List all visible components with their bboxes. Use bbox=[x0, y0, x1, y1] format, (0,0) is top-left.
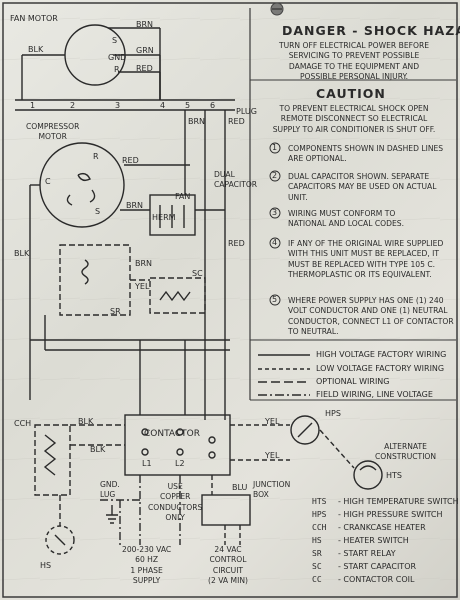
alternate-construction-label: ALTERNATE CONSTRUCTION bbox=[375, 442, 437, 462]
abbr-desc: - START RELAY bbox=[338, 549, 396, 558]
wire-label-grn: GRN bbox=[136, 46, 154, 55]
contactor-l2: L2 bbox=[175, 459, 185, 468]
compressor-terminal-s: S bbox=[95, 207, 101, 216]
fan-terminal-s: S bbox=[112, 36, 118, 45]
plug-pin-3: 3 bbox=[115, 101, 121, 110]
compressor-motor-label: COMPRESSOR MOTOR bbox=[26, 122, 80, 142]
junction-box bbox=[201, 494, 251, 526]
crankcase-heater-box bbox=[34, 424, 71, 496]
plug-pin-4: 4 bbox=[160, 101, 166, 110]
legend-field-wiring: FIELD WIRING, LINE VOLTAGE bbox=[316, 390, 433, 399]
capacitor-herm-label: HERM bbox=[152, 213, 176, 222]
ground-lug-symbol bbox=[106, 505, 118, 524]
heater-switch-label: HS bbox=[40, 561, 52, 570]
note-3-number: 3 bbox=[272, 208, 278, 217]
wire-label-red-4: RED bbox=[228, 117, 245, 126]
junction-box-label: JUNCTION BOX bbox=[253, 480, 291, 500]
abbr-code: HPS bbox=[312, 510, 327, 519]
wire-label-brn-2: BRN bbox=[126, 201, 144, 210]
caution-text: TO PREVENT ELECTRICAL SHOCK OPEN REMOTE … bbox=[272, 104, 436, 134]
high-temperature-switch bbox=[353, 460, 383, 490]
fan-motor-label: FAN MOTOR bbox=[10, 14, 58, 23]
dual-capacitor-label: DUAL CAPACITOR bbox=[214, 170, 258, 190]
abbr-desc: - HEATER SWITCH bbox=[338, 536, 409, 545]
abbr-desc: - HIGH TEMPERATURE SWITCH bbox=[338, 497, 459, 506]
wire-label-yel-3: YEL bbox=[265, 451, 280, 460]
wire-label-blk-3: BLK bbox=[78, 417, 94, 426]
legend-optional: OPTIONAL WIRING bbox=[316, 377, 390, 386]
note-4-number: 4 bbox=[272, 238, 278, 247]
note-3-text: WIRING MUST CONFORM TO NATIONAL AND LOCA… bbox=[288, 209, 405, 229]
abbr-desc: - CONTACTOR COIL bbox=[338, 575, 415, 584]
plug-pin-6: 6 bbox=[210, 101, 216, 110]
high-pressure-switch bbox=[290, 415, 320, 445]
legend-swatches bbox=[258, 354, 310, 396]
wire-label-blk: BLK bbox=[28, 45, 44, 54]
plug-pin-2: 2 bbox=[70, 101, 76, 110]
capacitor-fan-label: FAN bbox=[175, 192, 191, 201]
wire-label-red-2: RED bbox=[122, 156, 139, 165]
hts-label: HTS bbox=[386, 471, 402, 480]
contactor-l1: L1 bbox=[142, 459, 152, 468]
note-2-number: 2 bbox=[272, 171, 278, 180]
wire-label-brn-4: BRN bbox=[135, 259, 153, 268]
compressor-terminal-c: C bbox=[45, 177, 51, 186]
fan-terminal-gnd: GND bbox=[108, 53, 127, 62]
plug-label: PLUG bbox=[236, 107, 257, 116]
hps-label: HPS bbox=[325, 409, 341, 418]
wire-label-blk-4: BLK bbox=[90, 445, 106, 454]
wire-label-yel: YEL bbox=[135, 282, 150, 291]
contactor-label: CONTACTOR bbox=[144, 429, 201, 439]
wire-label-blu: BLU bbox=[232, 483, 248, 492]
wire-label-brn: BRN bbox=[136, 20, 154, 29]
start-capacitor-box bbox=[149, 277, 206, 314]
legend-low-voltage: LOW VOLTAGE FACTORY WIRING bbox=[316, 364, 445, 373]
start-relay-label: SR bbox=[110, 307, 121, 316]
note-5-number: 5 bbox=[272, 295, 278, 304]
abbr-desc: - HIGH PRESSURE SWITCH bbox=[338, 510, 443, 519]
danger-text: TURN OFF ELECTRICAL POWER BEFORE SERVICI… bbox=[278, 41, 430, 82]
caution-title: CAUTION bbox=[316, 86, 386, 101]
note-2-text: DUAL CAPACITOR SHOWN. SEPARATE CAPACITOR… bbox=[288, 172, 437, 202]
note-1-text: COMPONENTS SHOWN IN DASHED LINES ARE OPT… bbox=[288, 144, 444, 164]
start-capacitor-label: SC bbox=[192, 269, 203, 278]
wire-label-blk-2: BLK bbox=[14, 249, 30, 258]
control-circuit-label: 24 VAC CONTROL CIRCUIT (2 VA MIN) bbox=[208, 545, 248, 586]
abbr-desc: - CRANKCASE HEATER bbox=[338, 523, 426, 532]
wire-label-red-3: RED bbox=[228, 239, 245, 248]
crankcase-heater-label: CCH bbox=[14, 419, 32, 428]
note-markers bbox=[269, 142, 281, 306]
dual-capacitor-box bbox=[149, 194, 196, 236]
plug-pin-1: 1 bbox=[30, 101, 36, 110]
abbr-code: HS bbox=[312, 536, 322, 545]
copper-conductors-note: USE COPPER CONDUCTORS ONLY bbox=[148, 482, 203, 523]
ground-lug-label: GND. LUG bbox=[100, 480, 120, 500]
power-supply-label: 200-230 VAC 60 HZ 1 PHASE SUPPLY bbox=[122, 545, 172, 586]
abbr-code: CC bbox=[312, 575, 322, 584]
abbr-code: SC bbox=[312, 562, 322, 571]
note-5-text: WHERE POWER SUPPLY HAS ONE (1) 240 VOLT … bbox=[288, 296, 454, 337]
compressor-terminal-r: R bbox=[93, 152, 99, 161]
legend-high-voltage: HIGH VOLTAGE FACTORY WIRING bbox=[316, 350, 447, 359]
abbr-desc: - START CAPACITOR bbox=[338, 562, 417, 571]
wire-label-yel-2: YEL bbox=[265, 417, 280, 426]
note-1-number: 1 bbox=[272, 143, 278, 152]
wire-label-red: RED bbox=[136, 64, 153, 73]
fan-terminal-r: R bbox=[114, 65, 120, 74]
note-4-text: IF ANY OF THE ORIGINAL WIRE SUPPLIED WIT… bbox=[288, 239, 444, 280]
wire-label-brn-3: BRN bbox=[188, 117, 206, 126]
abbr-code: CCH bbox=[312, 523, 327, 532]
abbr-code: HTS bbox=[312, 497, 327, 506]
abbr-code: SR bbox=[312, 549, 322, 558]
plug-pin-5: 5 bbox=[185, 101, 191, 110]
danger-title: DANGER - SHOCK HAZARD bbox=[282, 23, 460, 38]
